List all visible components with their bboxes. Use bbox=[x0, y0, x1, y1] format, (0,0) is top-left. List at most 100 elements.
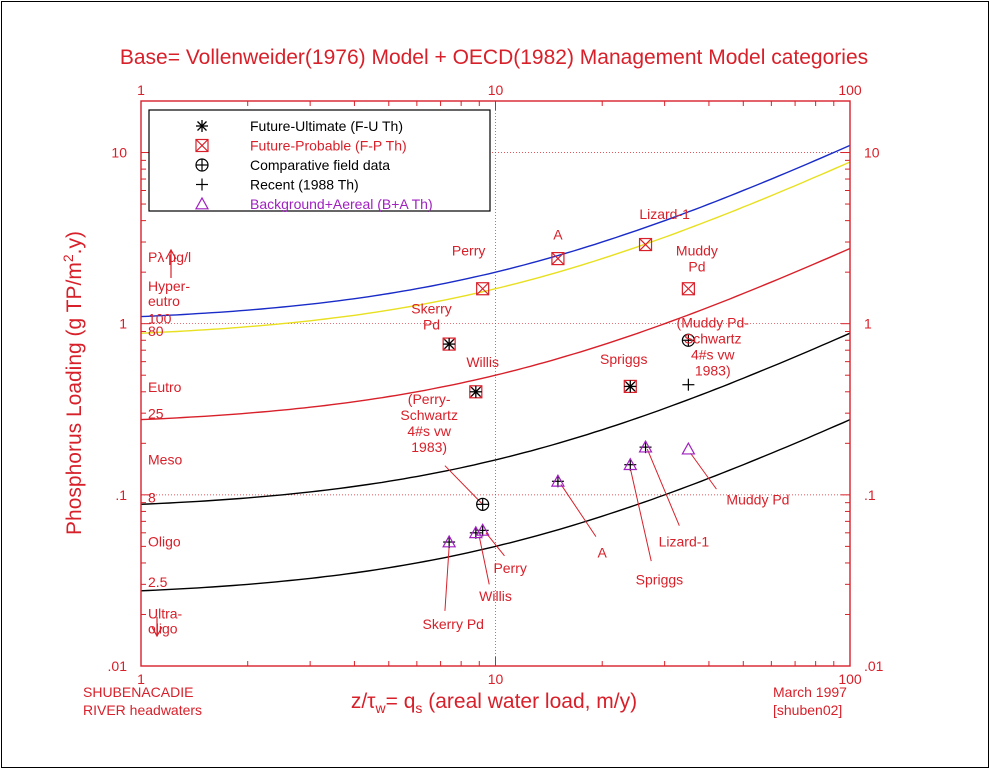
data-point-triangle bbox=[475, 523, 490, 536]
symbol-stroke bbox=[197, 121, 207, 131]
x-tick-label-bottom: 1 bbox=[137, 671, 145, 687]
trophic-category-labels: Pλ μg/lHyper-eutro10080Eutro25Meso8Oligo… bbox=[148, 249, 191, 637]
point-annotation: Spriggs bbox=[636, 571, 683, 587]
symbol-box bbox=[681, 282, 695, 296]
legend-symbol-asterisk bbox=[196, 120, 208, 132]
y-tick-label-right: .01 bbox=[864, 658, 884, 674]
point-annotation: A bbox=[598, 545, 608, 561]
trophic-curves bbox=[140, 144, 851, 592]
symbol-box bbox=[195, 138, 209, 153]
data-point-triangle bbox=[550, 474, 565, 487]
data-point-boxx bbox=[681, 282, 695, 296]
symbol-triangle bbox=[442, 534, 457, 548]
trophic-label: 25 bbox=[148, 405, 164, 421]
y-axis-title: Phosphorus Loading (g TP/m2.y) bbox=[60, 231, 86, 535]
data-point-boxx bbox=[638, 237, 653, 252]
legend-label: Future-Probable (F-P Th) bbox=[250, 138, 407, 154]
data-point-triangle bbox=[442, 534, 457, 548]
y-tick-label-left: .1 bbox=[115, 487, 127, 503]
curve-80 bbox=[140, 161, 851, 334]
legend-symbol-circleplus bbox=[195, 158, 209, 172]
point-annotation: 4#s vw bbox=[691, 346, 735, 362]
y-tick-label-left: 1 bbox=[119, 316, 127, 332]
symbol-stroke bbox=[476, 282, 490, 296]
x-tick-label-top: 100 bbox=[838, 82, 862, 98]
legend-label: Future-Ultimate (F-U Th) bbox=[250, 118, 403, 134]
gridlines bbox=[141, 101, 850, 666]
x-axis-title: z/τw= qs (areal water load, m/y) bbox=[351, 690, 637, 716]
point-annotation: Schwartz bbox=[400, 407, 458, 423]
x-tick-label-bottom: 100 bbox=[838, 671, 862, 687]
legend: Future-Ultimate (F-U Th) Future-Probable … bbox=[148, 109, 491, 212]
symbol-triangle bbox=[475, 523, 490, 536]
point-annotation: Pd bbox=[423, 316, 440, 332]
x-tick-label-top: 10 bbox=[488, 82, 504, 98]
point-annotation: 4#s vw bbox=[407, 423, 451, 439]
symbol-box bbox=[551, 252, 565, 266]
y-tick-label-left: 10 bbox=[111, 145, 127, 161]
curve-2-5 bbox=[140, 418, 851, 592]
symbol-triangle bbox=[194, 196, 210, 210]
y-tick-label-left: .01 bbox=[108, 658, 128, 674]
point-annotation: Willis bbox=[479, 588, 512, 604]
y-tick-label-right: 10 bbox=[864, 145, 880, 161]
data-point-asterisk bbox=[469, 385, 482, 398]
trophic-label: 100 bbox=[148, 311, 172, 327]
trophic-label: 8 bbox=[148, 490, 156, 506]
point-annotation: 1983) bbox=[411, 439, 447, 455]
data-point-asterisk bbox=[624, 380, 637, 393]
legend-symbol-plus bbox=[196, 178, 208, 191]
symbol-box bbox=[638, 237, 653, 252]
footer-left-line: RIVER headwaters bbox=[83, 702, 202, 718]
leader-line bbox=[485, 532, 505, 557]
trophic-label: Meso bbox=[148, 452, 182, 468]
symbol-box bbox=[476, 282, 490, 296]
footer-right: March 1997 [shuben02] bbox=[773, 684, 847, 718]
data-point-boxx bbox=[551, 252, 565, 266]
x-tick-label-top: 1 bbox=[137, 82, 145, 98]
footer-right-line: [shuben02] bbox=[773, 702, 842, 718]
leader-line bbox=[478, 536, 490, 585]
symbol-stroke bbox=[551, 252, 565, 266]
point-annotation: (Muddy Pd- bbox=[677, 314, 750, 330]
symbol-stroke bbox=[625, 381, 636, 392]
symbol-stroke bbox=[195, 139, 209, 152]
curve-25 bbox=[140, 247, 851, 421]
point-annotation: 1983) bbox=[695, 362, 731, 378]
trophic-label: 2.5 bbox=[148, 574, 168, 590]
leader-line bbox=[629, 468, 652, 562]
trophic-label: Eutro bbox=[148, 379, 182, 395]
data-point-triangle bbox=[638, 439, 653, 453]
symbol-stroke bbox=[470, 386, 481, 397]
leader-line bbox=[560, 484, 597, 537]
symbol-triangle bbox=[681, 441, 696, 455]
trophic-label: Oligo bbox=[148, 533, 181, 549]
point-annotation: Spriggs bbox=[600, 351, 647, 367]
point-annotation: Perry bbox=[452, 243, 485, 259]
point-annotation: Lizard-1 bbox=[659, 533, 710, 549]
point-annotation: Schwartz bbox=[684, 330, 742, 346]
symbol-triangle bbox=[623, 457, 638, 471]
leader-line bbox=[444, 546, 450, 611]
symbol-stroke bbox=[639, 238, 652, 251]
point-annotation: Muddy Pd bbox=[726, 491, 789, 507]
leader-line bbox=[690, 452, 717, 490]
y-tick-label-right: .1 bbox=[864, 487, 876, 503]
point-annotation: (Perry- bbox=[408, 391, 451, 407]
point-annotation: Willis bbox=[466, 354, 499, 370]
legend-label: Comparative field data bbox=[250, 157, 390, 173]
point-annotation: A bbox=[553, 227, 563, 243]
y-tick-label-right: 1 bbox=[864, 316, 872, 332]
leader-line bbox=[646, 448, 680, 526]
footer-left: SHUBENACADIE RIVER headwaters bbox=[83, 684, 202, 718]
data-point-circleplus bbox=[476, 497, 490, 511]
legend-symbol-triangle bbox=[194, 196, 210, 210]
point-annotation: Pd bbox=[688, 259, 705, 275]
data-point-boxx bbox=[476, 282, 490, 296]
data-points bbox=[442, 237, 696, 549]
curve-100 bbox=[140, 144, 851, 318]
